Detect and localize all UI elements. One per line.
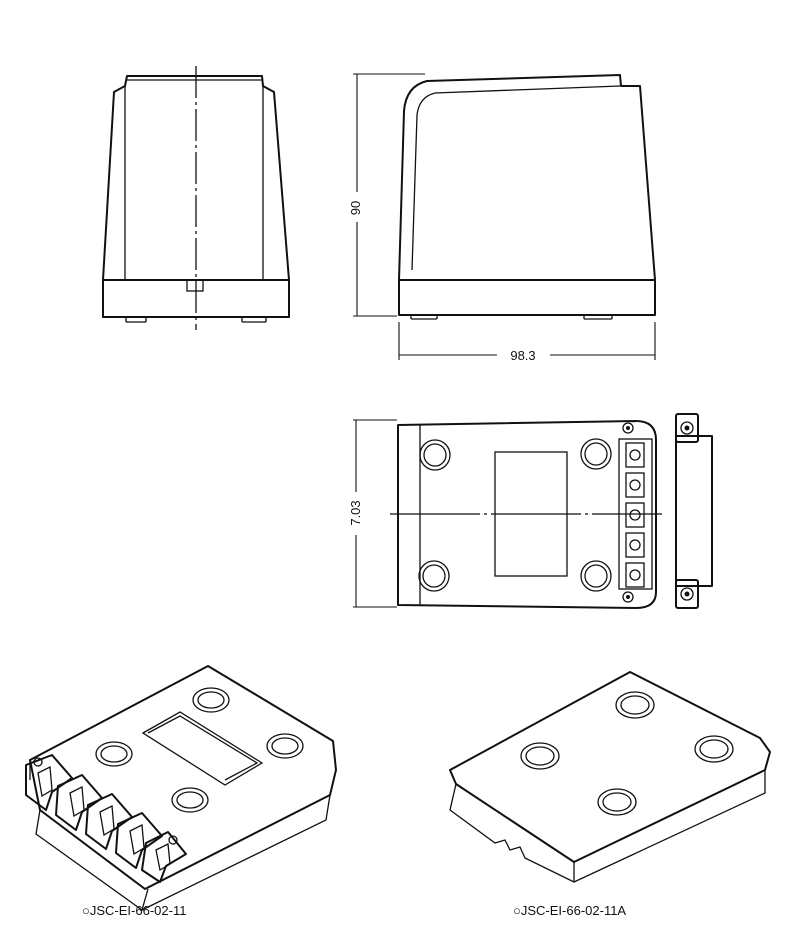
depth-dimension-label: 7.03: [348, 500, 363, 525]
bottom-view: [390, 420, 662, 609]
width-dimension-label: 98.3: [510, 348, 535, 363]
caption-left-text: JSC-EI-66-02-11: [89, 903, 187, 918]
front-view: [102, 66, 290, 330]
isometric-view-left: [25, 665, 337, 912]
height-dimension: [353, 73, 425, 317]
terminal-slots: [625, 442, 645, 588]
circle-bullet-icon: ○: [82, 903, 90, 918]
terminal-blocks: [25, 754, 187, 883]
side-view: [398, 74, 656, 320]
depth-dimension: [353, 419, 397, 608]
caption-left: ○JSC-EI-66-02-11: [82, 903, 186, 918]
circle-bullet-icon: ○: [513, 903, 521, 918]
isometric-view-right: [449, 671, 771, 883]
mounting-bracket: [675, 413, 713, 609]
width-dimension: [398, 322, 656, 360]
caption-right-text: JSC-EI-66-02-11A: [520, 903, 627, 918]
caption-right: ○JSC-EI-66-02-11A: [513, 903, 626, 918]
height-dimension-label: 90: [348, 201, 363, 215]
